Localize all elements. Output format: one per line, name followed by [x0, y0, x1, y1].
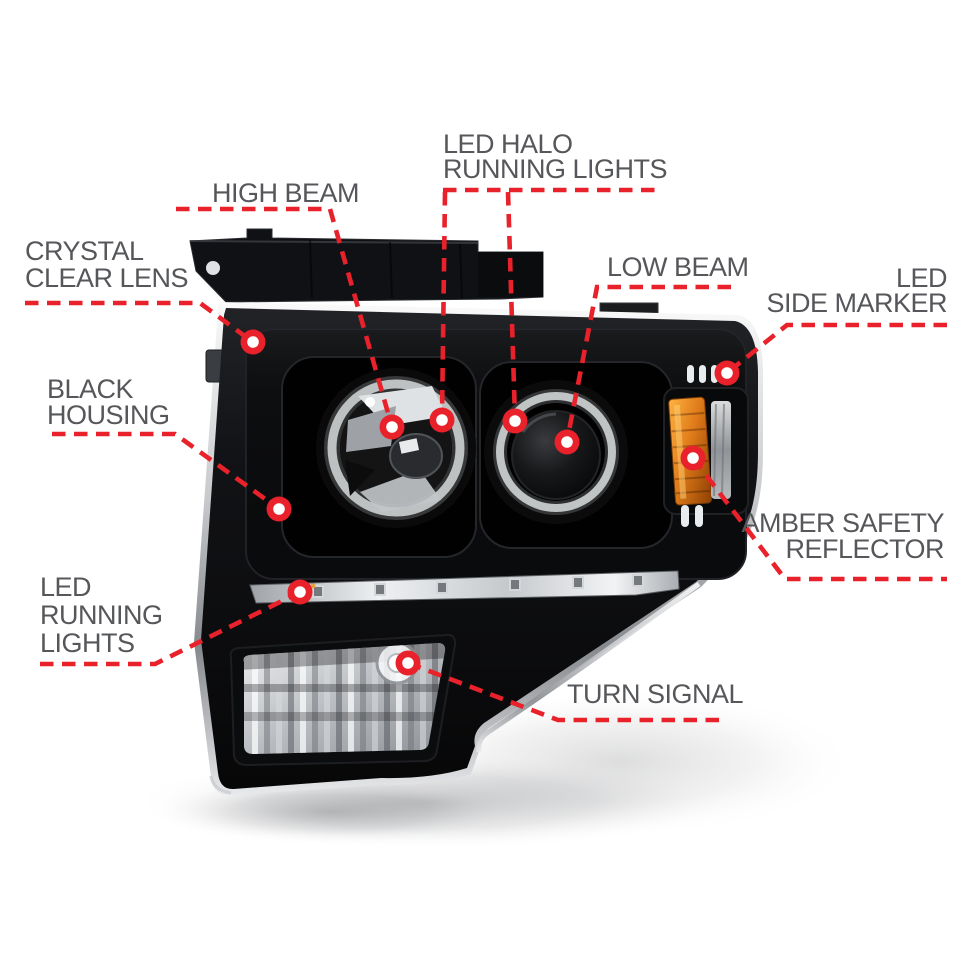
callout-label-turn-signal: TURN SIGNAL — [567, 679, 744, 709]
callout-label-amber-safety-reflector: AMBER SAFETY REFLECTOR — [741, 508, 944, 564]
callout-line-turn-signal — [407, 660, 722, 723]
amber-safety-reflector — [663, 387, 749, 515]
led-running-light-strip — [249, 570, 680, 604]
callout-label-led-side-marker: LED SIDE MARKER — [766, 263, 947, 318]
turn-signal-facets — [252, 643, 438, 754]
low-beam-projector — [484, 380, 628, 524]
callout-dots — [240, 329, 740, 676]
turn-signal-lamp — [229, 633, 457, 767]
callout-dot-led-side-marker — [714, 360, 740, 386]
callout-dot-led-halo-right — [502, 408, 528, 434]
callout-label-crystal-clear-lens: CRYSTAL CLEAR LENS — [25, 236, 189, 293]
high-beam-projector — [316, 368, 476, 528]
led-side-marker-top — [687, 365, 718, 383]
chrome-swoosh — [476, 581, 701, 753]
callout-line-high-beam — [176, 206, 395, 428]
callout-line-led-halo-right — [505, 191, 518, 420]
callout-label-led-halo-running-lights: LED HALO RUNNING LIGHTS — [443, 129, 668, 184]
callout-label-high-beam: HIGH BEAM — [212, 178, 360, 208]
led-side-marker-bottom — [681, 505, 703, 527]
led-chips — [312, 574, 644, 598]
callout-dot-high-beam — [379, 414, 405, 440]
callout-line-led-running-lights — [40, 589, 302, 667]
callout-label-low-beam: LOW BEAM — [607, 252, 749, 282]
callout-line-led-side-marker — [725, 322, 947, 375]
callout-dot-led-halo-left — [429, 407, 455, 433]
callout-line-amber-safety-reflector — [691, 456, 947, 582]
callout-dot-led-running-lights — [287, 579, 313, 605]
callout-dot-crystal-clear-lens — [240, 329, 266, 355]
callout-dot-low-beam — [554, 429, 580, 455]
callout-line-black-housing — [52, 431, 281, 511]
callout-label-black-housing: BLACK HOUSING — [47, 374, 170, 430]
callout-line-low-beam — [564, 284, 731, 442]
callout-dot-turn-signal — [395, 650, 421, 676]
callout-dot-amber-safety-reflector — [680, 445, 706, 471]
callout-label-led-running-lights: LED RUNNING LIGHTS — [40, 572, 163, 658]
callout-line-led-halo-left — [439, 191, 448, 419]
callout-dot-black-housing — [266, 496, 292, 522]
bracket-bolt-hole — [206, 261, 220, 275]
low-beam-lens — [511, 410, 601, 500]
